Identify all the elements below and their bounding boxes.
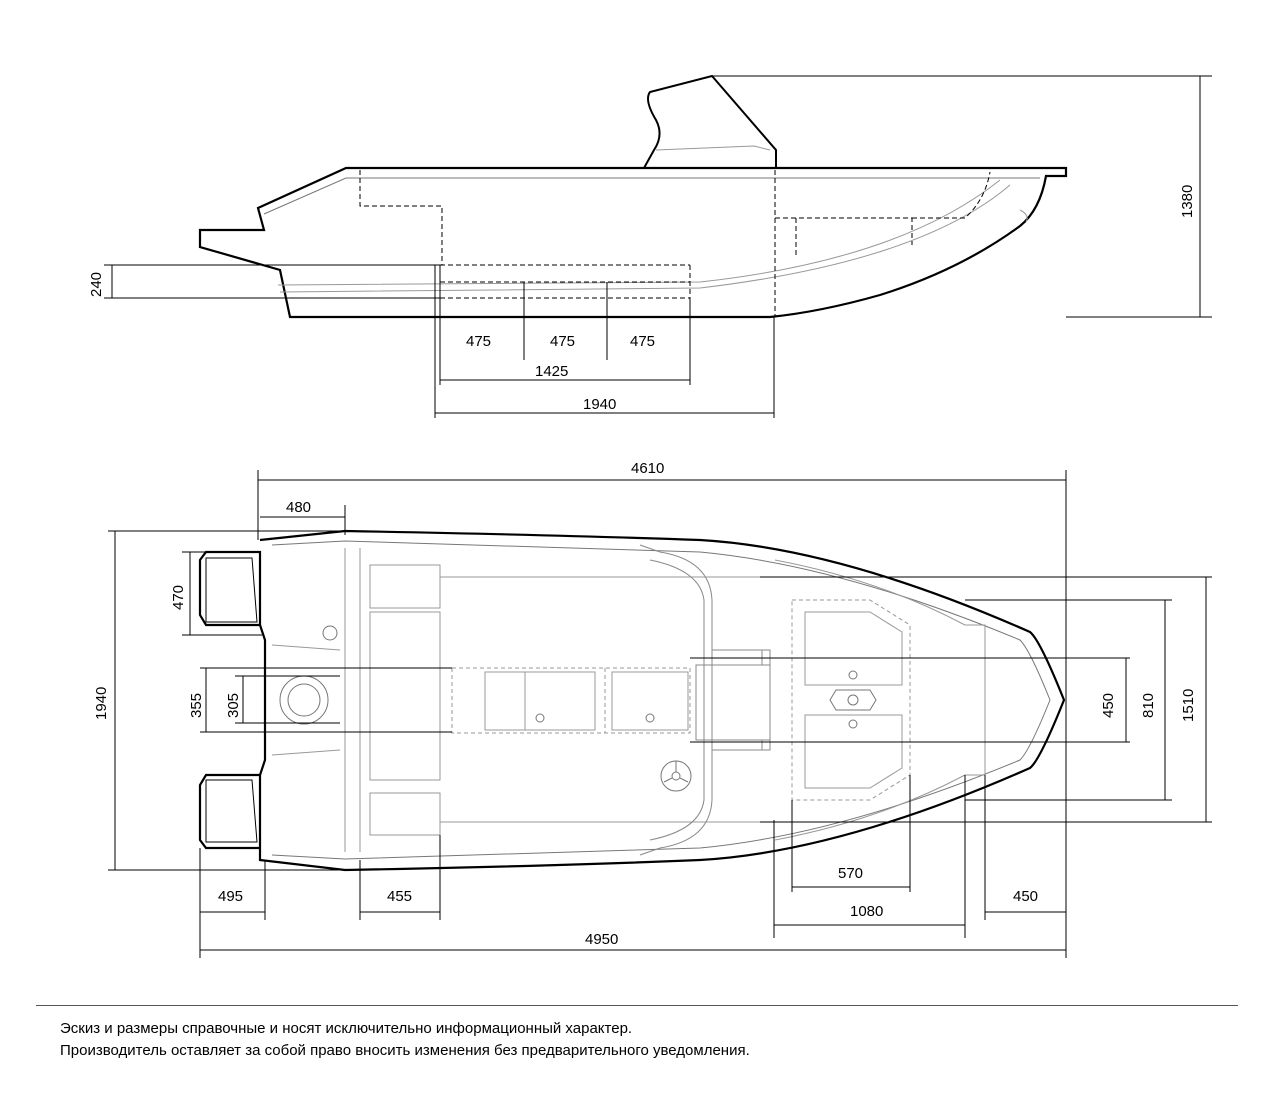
top-drain-icon [322,625,338,641]
dim-450-bow-label: 450 [1013,888,1038,905]
top-fitting-1 [535,713,545,723]
dim-240-label: 240 [88,272,105,297]
top-bow-fitting [847,694,859,706]
side-console [643,74,777,169]
top-bow-cleat [829,689,877,711]
dim-475-a-label: 475 [466,333,491,350]
dim-480-label: 480 [286,499,311,516]
top-pod-upper [205,557,258,623]
dim-305-label: 305 [225,693,242,718]
side-chine-line-2 [279,184,1011,293]
dim-570-label: 570 [838,865,863,882]
top-fitting-2 [645,713,655,723]
top-hull-outline [198,529,1066,872]
dim-1380-label: 1380 [1179,185,1196,218]
side-bow-line-dashed [912,171,991,219]
side-bow-locker-dashed [775,217,913,258]
dim-450-right-label: 450 [1100,693,1117,718]
side-seat-dashed [359,170,443,265]
dim-4610-label: 4610 [631,460,664,477]
top-well-outer [279,675,329,725]
side-hull-outline [198,166,1068,319]
side-gunwale-line [263,177,1040,215]
dim-470-label: 470 [170,585,187,610]
top-center-seats [484,671,689,731]
side-view [104,74,1212,418]
dim-495-label: 495 [218,888,243,905]
footer-divider [36,1005,1238,1006]
top-bow-hatch-lower [804,714,903,789]
dim-4950-label: 4950 [585,931,618,948]
dim-lines-top [108,470,1212,958]
side-bow-detail [1019,209,1028,223]
dim-240 [104,264,440,299]
top-bow-hatch-upper [804,611,903,686]
dim-810-label: 810 [1140,693,1157,718]
dim-1510-label: 1510 [1180,689,1197,722]
top-bow-fitting-3 [848,719,858,729]
dim-1940-top-label: 1940 [93,687,110,720]
top-stern-seat [369,564,441,836]
top-deck-inner [271,540,1051,860]
top-cockpit-line [271,548,361,852]
dim-side-bottom [434,265,775,418]
side-chine-line [277,179,1001,286]
dim-1940-side-label: 1940 [583,396,616,413]
top-bow-fitting-2 [848,670,858,680]
top-bow-locker-dashed [791,599,911,801]
top-cockpit-floor [440,576,760,823]
top-bow-deck [774,559,986,841]
top-center-seats-dashed [451,667,691,734]
top-well-inner [287,683,321,717]
top-view [108,470,1212,958]
side-seat-dashed-2 [440,170,776,317]
dim-455-label: 455 [387,888,412,905]
dim-1080-label: 1080 [850,903,883,920]
disclaimer-text: Эскиз и размеры справочные и носят исклю… [60,1018,750,1062]
disclaimer-line-1: Эскиз и размеры справочные и носят исклю… [60,1020,633,1037]
dim-1425-label: 1425 [535,363,568,380]
side-console-inner [655,145,771,151]
disclaimer-line-2: Производитель оставляет за собой право в… [60,1042,750,1059]
top-console-block [695,649,771,750]
dim-355-label: 355 [188,693,205,718]
dim-475-c-label: 475 [630,333,655,350]
dim-475-b-label: 475 [550,333,575,350]
steering-wheel-icon [660,760,692,792]
top-console [639,544,771,856]
top-pod-lower [205,779,258,843]
dim-1380 [712,75,1212,318]
top-hull-stern [258,624,267,776]
